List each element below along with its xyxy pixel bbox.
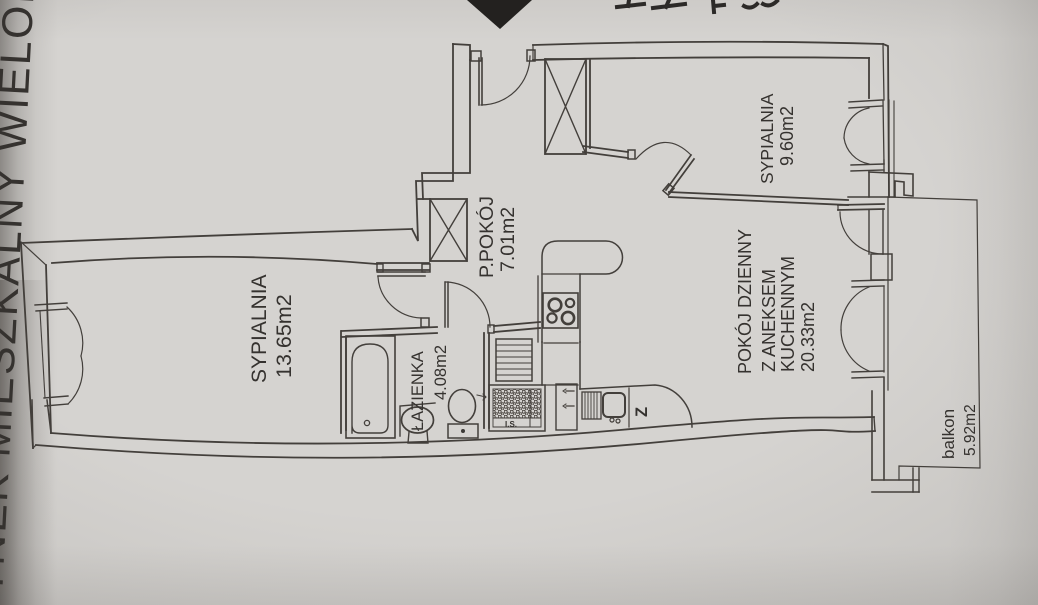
svg-text:ŁAZIENKA: ŁAZIENKA <box>409 351 427 431</box>
svg-text:P.POKÓJ: P.POKÓJ <box>475 196 498 278</box>
svg-text:POKÓJ DZIENNY: POKÓJ DZIENNY <box>734 229 755 374</box>
svg-text:9.60m2: 9.60m2 <box>777 106 797 166</box>
svg-text:4.08m2: 4.08m2 <box>432 345 450 400</box>
svg-text:SYPIALNIA: SYPIALNIA <box>757 93 777 184</box>
svg-text:Z ANEKSEM: Z ANEKSEM <box>759 269 779 372</box>
svg-text:balkon: balkon <box>939 409 958 459</box>
svg-text:20.33m2: 20.33m2 <box>798 302 818 372</box>
svg-text:KUCHENNYM: KUCHENNYM <box>778 256 798 372</box>
svg-text:SYPIALNIA: SYPIALNIA <box>248 274 271 383</box>
svg-text:13.65m2: 13.65m2 <box>272 294 296 378</box>
svg-text:Z: Z <box>633 407 651 417</box>
svg-text:5.92m2: 5.92m2 <box>962 404 979 456</box>
svg-text:DYNEK MIESZKALNY WIELOR: DYNEK MIESZKALNY WIELOR <box>0 0 45 605</box>
svg-text:7.01m2: 7.01m2 <box>497 207 519 272</box>
svg-text:I.S.: I.S. <box>505 420 517 429</box>
